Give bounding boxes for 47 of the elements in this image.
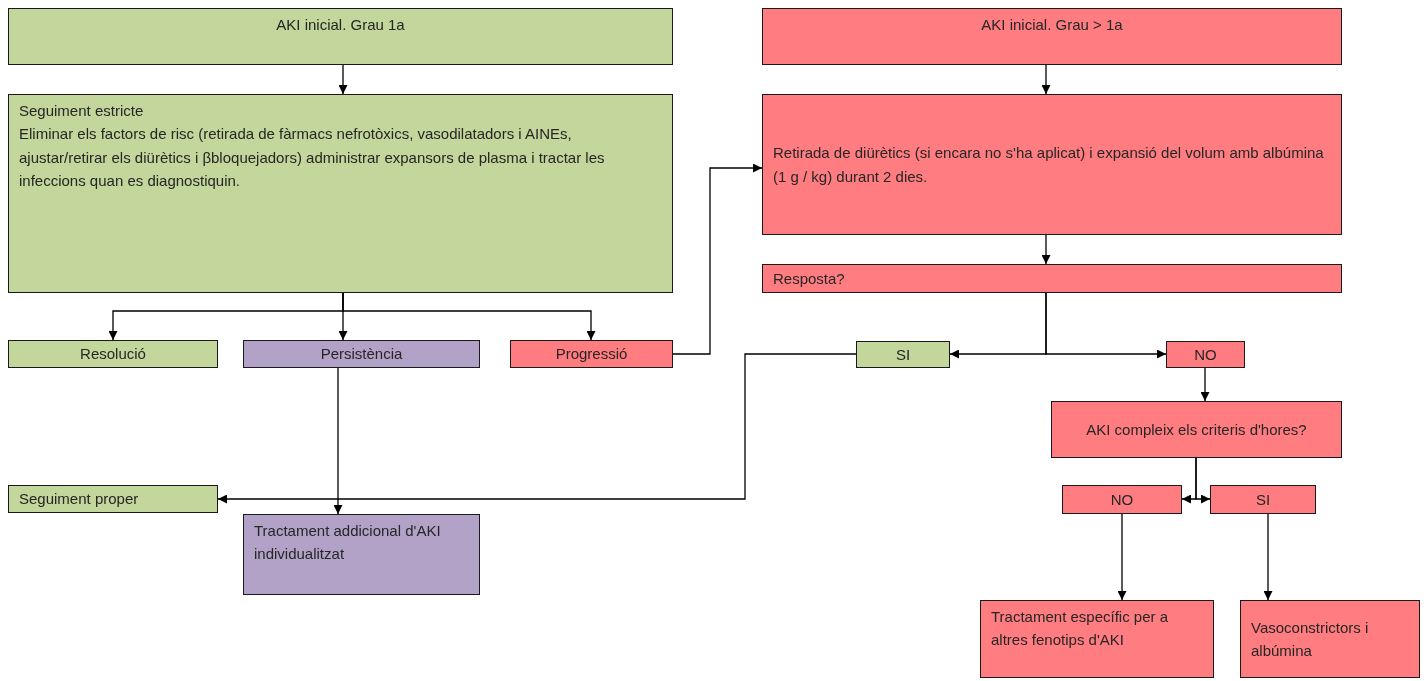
arrow xyxy=(1041,64,1051,95)
process-box xyxy=(1240,600,1420,678)
process-box xyxy=(1051,401,1342,458)
box-text: Tractament addicional d'AKI individualitzat xyxy=(254,521,442,565)
process-box xyxy=(243,340,480,368)
box-text: Resposta? xyxy=(773,268,845,289)
process-box xyxy=(1166,341,1245,368)
arrow xyxy=(338,64,348,95)
process-box xyxy=(510,340,673,368)
arrow xyxy=(1045,292,1167,359)
process-box xyxy=(856,341,950,368)
box-text: Seguiment estricte xyxy=(19,101,144,121)
arrow xyxy=(342,292,596,341)
box-text: Persistència xyxy=(320,344,403,365)
box-text: AKI compleix els criteris d'hores? xyxy=(1086,419,1307,440)
process-box xyxy=(980,600,1214,678)
process-box xyxy=(762,94,1342,235)
arrow xyxy=(1117,513,1127,601)
box-text: Retirada de diürètics (si encara no s'ha aplicat) i expansió del volum amb albúmina (1 g / kg) durant 2 dies. xyxy=(773,143,1325,187)
box-text: NO xyxy=(1110,489,1134,510)
process-box xyxy=(8,94,673,293)
box-text: Eliminar els factors de risc (retirada de fàrmacs nefrotòxics, vasodilatadors i AINEs, ajustar/retirar els diürètics i βbloquejadors) administrar expansors de plasma i tractar les infeccions quan es diagnostiquin. xyxy=(19,124,606,191)
box-text: Resolució xyxy=(80,344,146,365)
box-text: NO xyxy=(1194,344,1217,365)
arrow xyxy=(1195,457,1211,504)
box-text: Seguiment proper xyxy=(19,489,139,510)
box-text: Tractament específic per a altres fenotips d'AKI xyxy=(991,607,1170,651)
process-box xyxy=(1210,485,1316,514)
box-text: AKI inicial. Grau 1a xyxy=(276,15,405,35)
box-text: SI xyxy=(895,344,911,365)
process-box xyxy=(762,8,1342,65)
box-text: Progressió xyxy=(555,344,628,365)
process-box xyxy=(762,264,1342,293)
box-text: SI xyxy=(1255,489,1271,510)
box-text: Vasoconstrictors i albúmina xyxy=(1251,617,1370,661)
box-text: AKI inicial. Grau > 1a xyxy=(981,15,1123,35)
process-box xyxy=(8,8,673,65)
arrow xyxy=(217,353,857,504)
arrow xyxy=(333,367,343,515)
process-box xyxy=(243,514,480,595)
arrow xyxy=(1200,367,1210,402)
arrow xyxy=(1041,234,1051,265)
arrow xyxy=(672,163,763,355)
process-box xyxy=(8,485,218,513)
process-box xyxy=(1062,485,1182,514)
arrow xyxy=(1263,513,1273,601)
process-box xyxy=(8,340,218,368)
